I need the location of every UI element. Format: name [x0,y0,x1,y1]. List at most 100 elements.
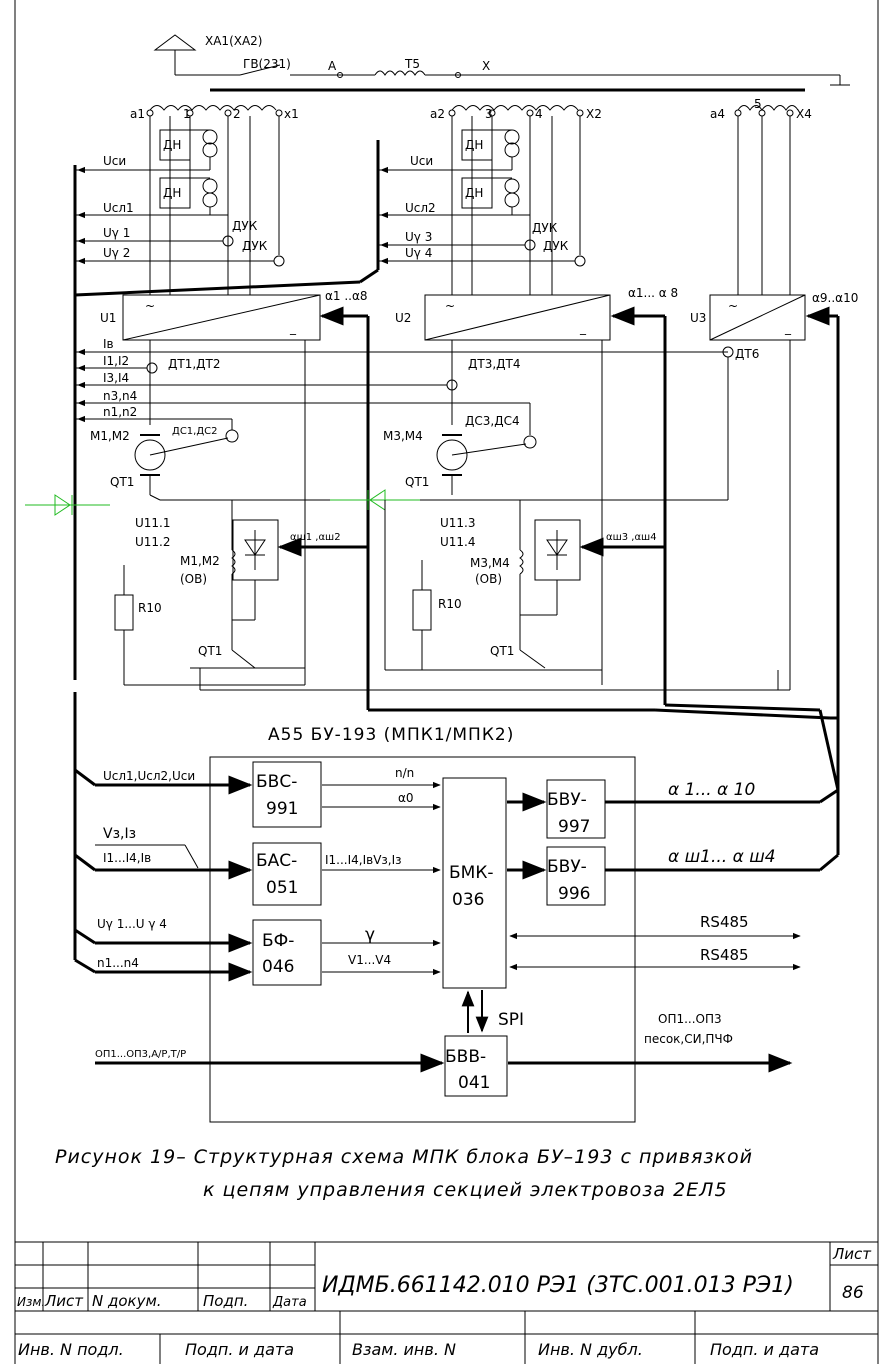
bac-l2: 051 [266,878,298,898]
section1-sensors [73,129,285,680]
label-ash12: αш1 ,αш2 [290,532,341,543]
label-u114: U11.4 [440,535,476,549]
label-n34: n3,n4 [103,389,137,403]
stamp-podp: Подп. [203,1292,248,1310]
stamp-b2: Подп. и дата [185,1340,294,1359]
s2-dn2: ДН [465,186,483,200]
rs485-1: RS485 [700,913,749,931]
section2-sensors [74,129,586,297]
label-dt6: ДТ6 [735,347,759,361]
out-alphash: α ш1... α ш4 [668,847,776,867]
label-t5: T5 [404,57,420,71]
converter-u2: ~_ [424,294,611,341]
out-alpha: α 1... α 10 [668,780,755,800]
current-sensors [75,340,734,435]
in-usl: Uсл1,Uсл2,Uси [103,769,195,783]
w2-a2: a2 [430,107,445,121]
s2-duk1: ДУК [532,221,558,235]
w3-x4: X4 [796,107,812,121]
bvc-l2: 991 [266,799,298,819]
s1-uci: Uси [103,154,126,168]
svg-text:_: _ [784,321,792,335]
s1-duk2: ДУК [242,239,268,253]
u1-label: U1 [100,311,116,325]
label-qt1d: QT1 [490,644,514,658]
u1-alpha: α1 ..α8 [325,289,368,303]
sig-mid: I1...I4,IвVз,Iз [325,853,402,867]
bvv-l2: 041 [458,1073,490,1093]
s2-duk2: ДУК [543,239,569,253]
s1-ug1: Uγ 1 [103,226,130,240]
bvu1-l1: БВУ- [547,790,587,810]
block-inputs [73,692,840,1073]
motor-1 [134,357,729,501]
rs485-2: RS485 [700,946,749,964]
out-op: ОП1...ОП3 [658,1012,722,1026]
s2-ug4: Uγ 4 [405,246,432,260]
s2-ug3: Uγ 3 [405,230,432,244]
label-dc12: ДС1,ДС2 [172,426,218,437]
label-r10a: R10 [138,601,162,615]
bmk-l1: БМК- [449,863,494,883]
label-u111: U11.1 [135,516,171,530]
winding-3 [734,105,799,295]
bf-l1: БФ- [262,931,294,951]
stamp-izm: Изм. [17,1295,45,1309]
label-i12: I1,I2 [103,354,129,368]
stamp-data: Дата [272,1295,307,1310]
bvu2-l2: 996 [558,884,590,904]
label-ov2: (ОВ) [475,572,502,586]
converter-u3: ~_ [709,294,806,341]
stamp-b3: Взам. инв. N [352,1340,456,1359]
w2-x2: X2 [586,107,602,121]
svg-text:_: _ [579,321,587,335]
label-ash34: αш3 ,αш4 [606,532,657,543]
label-dt34: ДТ3,ДТ4 [468,357,521,371]
converter-u1: ~_ [122,294,321,341]
label-ov1: (ОВ) [180,572,207,586]
label-dc34: ДС3,ДС4 [465,414,520,428]
s2-dn1: ДН [465,138,483,152]
bvc-l1: БВС- [256,772,297,792]
bvu2-l1: БВУ- [547,857,587,877]
label-qt1a: QT1 [110,475,134,489]
sig-nn: n/n [395,766,414,780]
label-x: X [482,59,490,73]
caption-line1: Рисунок 19– Структурная схема МПК блока … [55,1146,753,1168]
stamp-list-label: Лист [832,1245,872,1263]
stamp-b4: Инв. N дубл. [538,1340,643,1359]
in-vz: Vз,Iз [103,826,136,842]
bf-l2: 046 [262,957,294,977]
sig-a0: α0 [398,791,414,805]
sig-gamma: γ [365,925,375,945]
label-m34: M3,M4 [383,429,423,443]
s1-duk1: ДУК [232,219,258,233]
in-i14: I1...I4,Iв [103,851,151,865]
label-gv: ГВ(231) [243,57,291,71]
stamp-b1: Инв. N подл. [18,1340,124,1359]
control-bus [368,703,840,791]
label-mov34: M3,M4 [470,556,510,570]
winding-2 [448,105,584,295]
label-xa: XA1(XA2) [205,34,263,48]
label-mov12: M1,M2 [180,554,220,568]
u2-alpha: α1... α 8 [628,286,678,300]
w1-1: 1 [183,107,191,121]
label-u113: U11.3 [440,516,476,530]
pantograph-line [153,34,850,92]
bmk-l2: 036 [452,890,484,910]
spi-label: SPI [498,1010,524,1030]
w2-3: 3 [485,107,493,121]
svg-text:~: ~ [728,299,738,313]
title-block [15,1241,878,1364]
u3-alpha: α9..α10 [812,291,858,305]
block-frame [209,756,636,1123]
label-r10b: R10 [438,597,462,611]
label-ib: Iв [103,337,114,351]
field-regulator-1 [114,340,778,691]
label-qt1c: QT1 [198,644,222,658]
stamp-b5: Подп. и дата [710,1340,819,1359]
s2-ucl: Uсл2 [405,201,436,215]
page-frame [14,0,879,1364]
label-n12: n1,n2 [103,405,137,419]
